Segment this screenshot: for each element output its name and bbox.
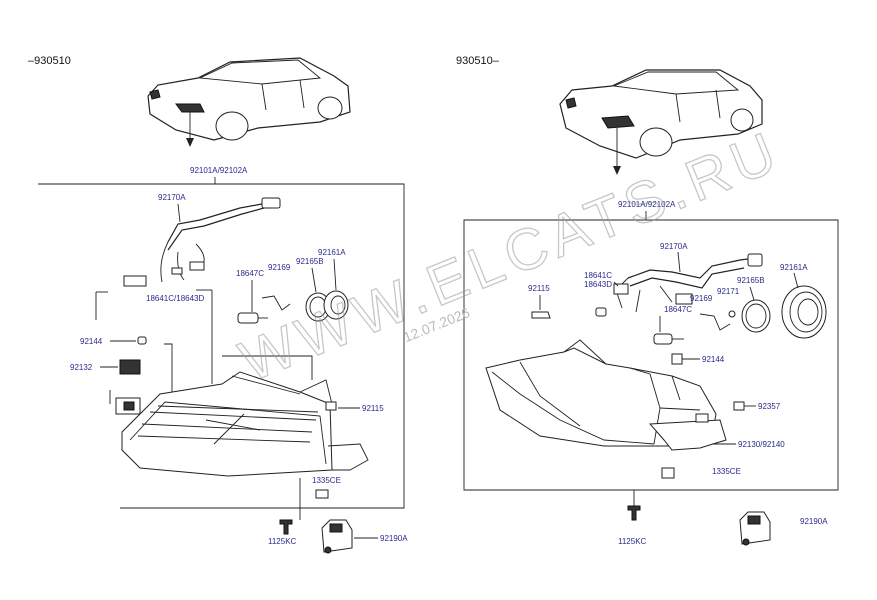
left-label-screw: 92144 <box>80 337 103 346</box>
right-bolt <box>627 505 641 521</box>
right-label-bracket: 92130/92140 <box>738 440 785 449</box>
left-label-ring: 92165B <box>296 257 324 266</box>
right-screw <box>671 353 683 365</box>
right-wiring-harness <box>613 253 763 313</box>
right-clip <box>699 313 731 331</box>
right-label-ring-small: 92171 <box>717 287 740 296</box>
left-bolt <box>279 519 293 535</box>
right-label-bolt: 1125KC <box>618 537 647 546</box>
right-assembly-label: 92101A/92102A <box>618 200 676 209</box>
right-period-header: 930510– <box>456 55 500 67</box>
right-nut <box>733 401 745 411</box>
left-label-cap: 92161A <box>318 248 346 257</box>
left-label-adjuster: 92132 <box>70 363 93 372</box>
right-assembly-frame <box>463 219 839 491</box>
left-period-header: –930510 <box>28 55 71 67</box>
right-label-nut: 92357 <box>758 402 781 411</box>
left-label-bolt: 1125KC <box>268 537 297 546</box>
right-small-socket <box>595 307 607 317</box>
right-label-bracket-clip: 92115 <box>528 284 550 293</box>
right-label-socket-b: 18643D <box>584 280 612 289</box>
right-ring-small <box>728 310 736 318</box>
left-panel: –930510 92101A/92102A 92170A <box>28 55 408 554</box>
left-label-bracket-clip: 92115 <box>362 404 384 413</box>
left-screw <box>137 336 147 345</box>
left-car-sketch <box>147 57 351 147</box>
right-car-sketch <box>559 69 763 175</box>
right-headlamp-housing <box>485 339 727 451</box>
left-label-wiring: 92170A <box>158 193 186 202</box>
right-label-socket-a: 18641C <box>584 271 612 280</box>
left-mount <box>321 519 353 554</box>
left-label-nut: 1335CE <box>312 476 341 485</box>
right-label-bulb: 18647C <box>664 305 692 314</box>
left-label-clip: 92169 <box>268 263 291 272</box>
right-cap <box>781 285 827 339</box>
right-label-mount: 92190A <box>800 517 828 526</box>
right-label-clip: 92169 <box>690 294 713 303</box>
left-cap <box>323 290 349 320</box>
right-label-nut-caption: 1335CE <box>712 467 741 476</box>
right-label-wiring: 92170A <box>660 242 688 251</box>
left-assembly-label: 92101A/92102A <box>190 166 248 175</box>
right-mount <box>739 511 771 546</box>
left-assembly-frame <box>38 183 405 509</box>
right-lower-nut <box>661 467 675 479</box>
left-wiring-harness <box>123 197 281 287</box>
right-label-screw: 92144 <box>702 355 725 364</box>
left-bulb <box>237 280 268 324</box>
left-label-socket-pair: 18641C/18643D <box>146 294 204 303</box>
right-bracket-clip <box>531 311 551 319</box>
left-label-mount: 92190A <box>380 534 408 543</box>
left-headlamp-housing <box>115 371 369 477</box>
left-adjuster <box>119 359 141 375</box>
left-clip <box>261 295 291 311</box>
left-nut <box>315 489 329 499</box>
left-label-bulb: 18647C <box>236 269 264 278</box>
right-bulb <box>653 316 684 345</box>
right-label-cap: 92161A <box>780 263 808 272</box>
right-ring <box>741 299 771 333</box>
right-panel: 930510– 92101A/92102A 92170A 18641C <box>456 55 839 546</box>
right-label-ring: 92165B <box>737 276 765 285</box>
